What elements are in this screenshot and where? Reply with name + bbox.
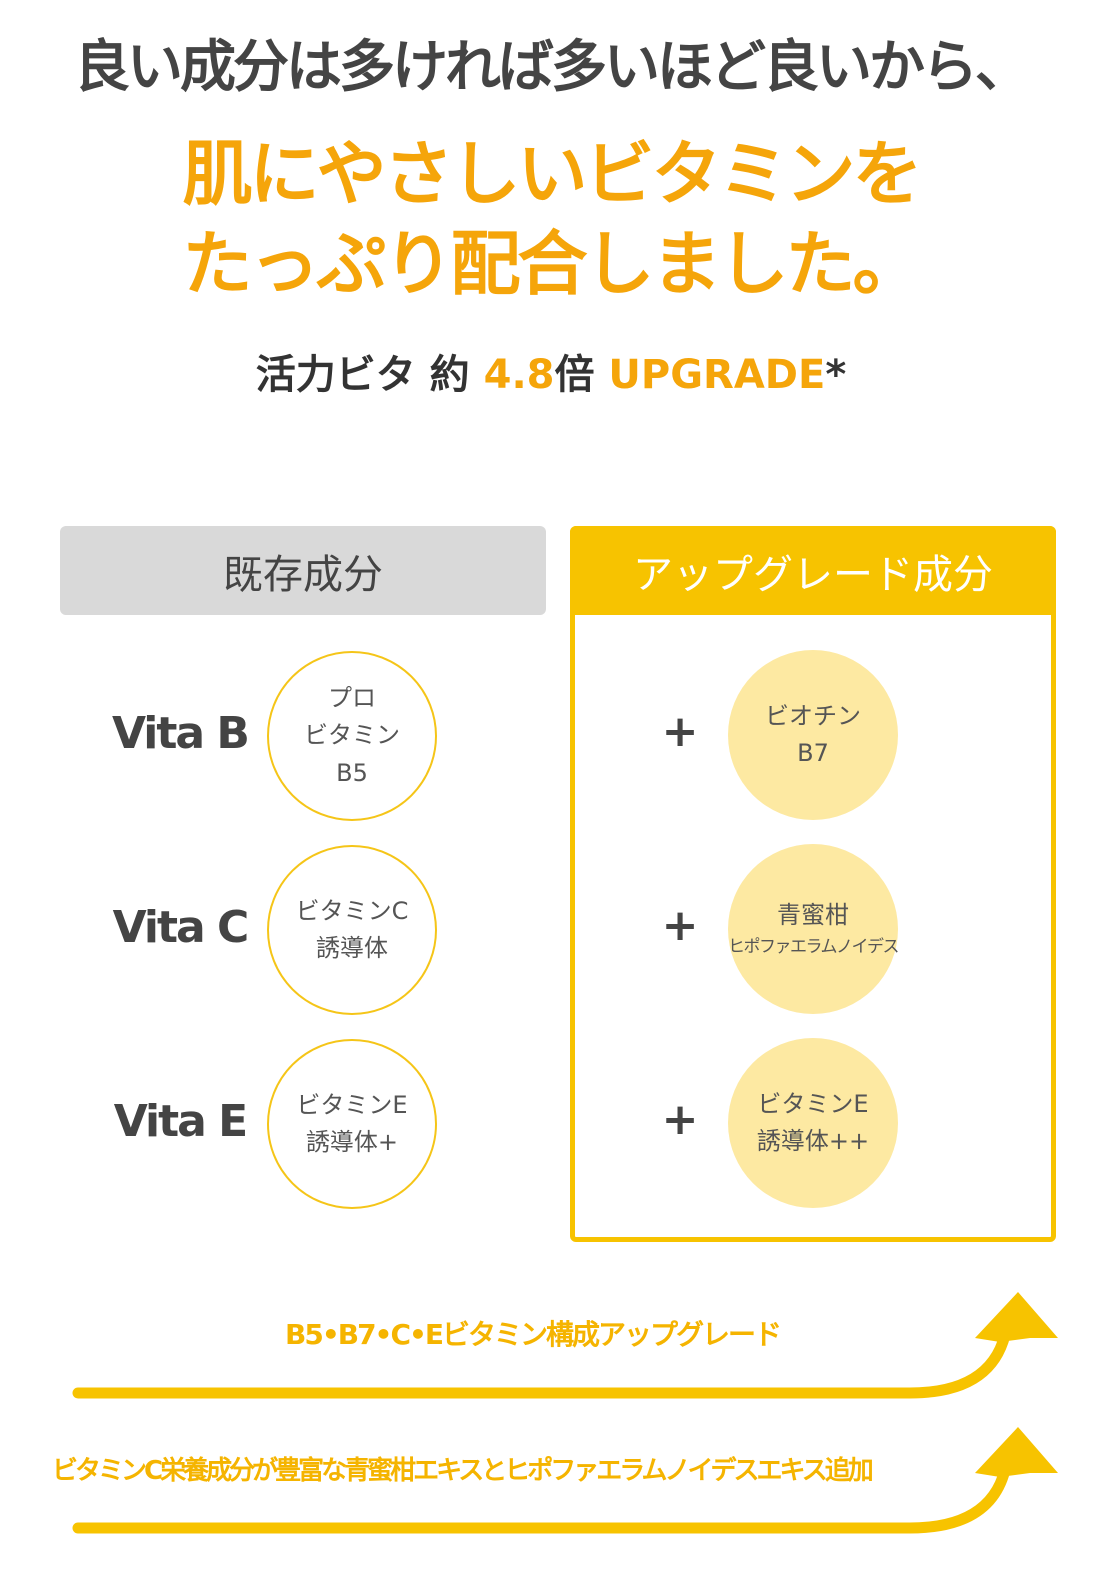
- subtitle-upgrade: UPGRADE: [608, 352, 826, 398]
- vita-c-label: Vita C: [112, 902, 250, 953]
- subtitle-number: 4.8: [483, 352, 555, 398]
- subtitle-times: 倍: [554, 352, 609, 398]
- subtitle-prefix: 活力ビタ 約: [255, 352, 484, 398]
- circle-text: 誘導体++: [756, 1127, 870, 1155]
- vita-e-label: Vita E: [113, 1096, 248, 1147]
- circle-text: B5: [336, 758, 368, 787]
- circle-text: 誘導体+: [305, 1128, 399, 1156]
- old-ingredient-circle: ビタミンE 誘導体+: [267, 1039, 437, 1209]
- plus-icon: +: [661, 706, 699, 757]
- circle-text: 青蜜柑: [777, 901, 849, 930]
- arrow-icon: [72, 1427, 1058, 1534]
- headline-line2: 肌にやさしいビタミンを: [182, 133, 923, 215]
- new-ingredient-circle: 青蜜柑 ヒポファエラムノイデス: [728, 844, 900, 1014]
- plus-icon: +: [661, 900, 699, 951]
- old-ingredient-circle: ビタミンC 誘導体: [267, 845, 437, 1015]
- old-ingredient-circle: プロ ビタミン B5: [267, 651, 437, 821]
- vita-b-label: Vita B: [112, 708, 250, 759]
- arrow-icon: [72, 1292, 1058, 1399]
- subtitle-asterisk: *: [825, 352, 847, 398]
- headline-line3: たっぷり配合しました。: [182, 223, 923, 305]
- subtitle: 活力ビタ 約 4.8倍 UPGRADE*: [0, 342, 1102, 400]
- circle-text: ヒポファエラムノイデス: [728, 937, 900, 958]
- circle-text: ビタミンE: [757, 1089, 869, 1118]
- upgrade-arrows: [72, 1292, 1058, 1534]
- new-ingredient-circle: ビタミンE 誘導体++: [728, 1038, 898, 1208]
- plus-icon: +: [661, 1094, 699, 1145]
- circle-text: ビオチン: [765, 701, 861, 730]
- circle-text: ビタミンC: [295, 896, 409, 925]
- headline-line1: 良い成分は多ければ多いほど良いから、: [74, 35, 1031, 100]
- upgrade-ingredients-header: アップグレード成分: [570, 526, 1056, 615]
- circle-text: 誘導体: [316, 934, 388, 962]
- new-ingredient-circle: ビオチン B7: [728, 650, 898, 820]
- circle-text: B7: [797, 739, 829, 767]
- circle-text: プロ: [328, 684, 376, 713]
- existing-ingredients-header: 既存成分: [60, 526, 546, 615]
- circle-text: ビタミン: [304, 721, 400, 750]
- circle-text: ビタミンE: [296, 1090, 408, 1119]
- arrow-caption-1: B5•B7•C•Eビタミン構成アップグレード: [285, 1318, 782, 1351]
- arrow-caption-2: ビタミンC栄養成分が豊富な青蜜柑エキスとヒポファエラムノイデスエキス追加: [52, 1456, 874, 1486]
